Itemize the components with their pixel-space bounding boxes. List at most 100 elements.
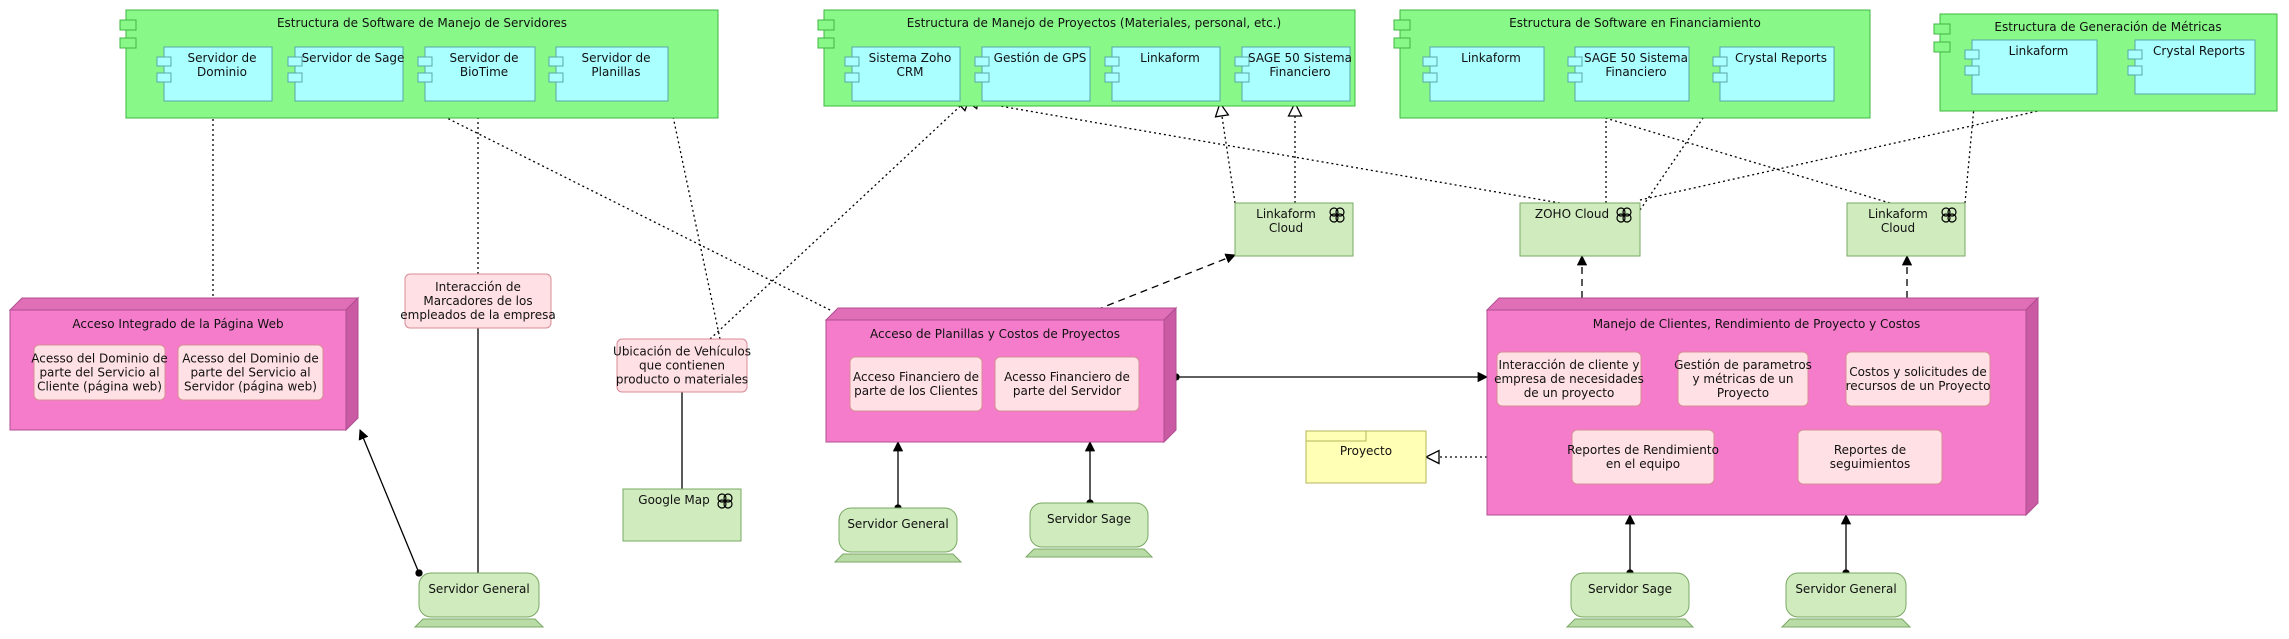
group-servidores[interactable]: Estructura de Software de Manejo de Serv… [119, 9, 719, 119]
component-box [1971, 39, 2098, 95]
flow-connector [358, 429, 423, 577]
device-box [838, 507, 958, 553]
device-servidor-sage-2[interactable]: Servidor Sage [1565, 572, 1695, 628]
component-icon [287, 56, 303, 67]
component-icon [417, 56, 433, 67]
component-label: Servidor de Sage [302, 51, 405, 65]
component-box [163, 46, 273, 102]
app-box [1234, 202, 1354, 257]
process-box [1571, 429, 1715, 485]
note-proyecto[interactable]: Proyecto [1305, 430, 1427, 484]
component-servidor-sage[interactable]: Servidor de Sage [287, 46, 405, 102]
component-icon [817, 19, 835, 31]
device-box [418, 572, 540, 618]
group-proyectos-title: Estructura de Manejo de Proyectos (Mater… [907, 16, 1281, 30]
process-box [616, 338, 748, 393]
component-label: Linkaform [1140, 51, 1200, 65]
component-icon [1104, 56, 1120, 67]
component-label: Linkaform [2009, 44, 2069, 58]
component-icon [1234, 72, 1250, 83]
device-label: Servidor Sage [1047, 512, 1131, 526]
component-icon [1234, 56, 1250, 67]
node-title: Acceso Integrado de la Página Web [72, 317, 283, 331]
component-crystal-reports[interactable]: Crystal Reports [2127, 39, 2256, 95]
component-icon [119, 37, 137, 49]
node-acceso-web[interactable]: Acceso Integrado de la Página Web Acesso… [8, 296, 360, 432]
component-icon [2127, 65, 2143, 76]
realization-connector [965, 100, 1561, 204]
process-box [1677, 351, 1809, 407]
device-servidor-general-3[interactable]: Servidor General [1780, 572, 1912, 628]
group-financiamiento[interactable]: Estructura de Software en Financiamiento… [1393, 9, 1871, 119]
component-linkaform[interactable]: Linkaform [1964, 39, 2098, 95]
component-linkaform[interactable]: Linkaform [1422, 46, 1545, 102]
component-label: Linkaform [1461, 51, 1521, 65]
device-base [1565, 618, 1695, 628]
app-zoho-cloud[interactable]: ZOHO Cloud [1519, 202, 1641, 257]
component-icon [974, 56, 990, 67]
component-icon [974, 72, 990, 83]
device-servidor-general-1[interactable]: Servidor General [413, 572, 545, 628]
component-icon [1422, 56, 1438, 67]
component-icon [844, 56, 860, 67]
component-gestion-gps[interactable]: Gestión de GPS [974, 46, 1091, 102]
component-label: Crystal Reports [2153, 44, 2245, 58]
app-google-map[interactable]: Google Map [622, 488, 742, 542]
collaboration-icon [1616, 207, 1632, 223]
node-acceso-planillas[interactable]: Acceso de Planillas y Costos de Proyecto… [824, 306, 1178, 444]
component-icon [548, 72, 564, 83]
group-proyectos[interactable]: Estructura de Manejo de Proyectos (Mater… [817, 9, 1356, 107]
component-icon [156, 72, 172, 83]
component-linkaform[interactable]: Linkaform [1104, 46, 1221, 102]
device-servidor-sage-1[interactable]: Servidor Sage [1024, 502, 1154, 558]
realization-connector [1639, 102, 1714, 211]
device-base [1780, 618, 1912, 628]
device-base [413, 618, 545, 628]
component-icon [156, 56, 172, 67]
component-icon [119, 19, 137, 31]
node-side-face [1163, 306, 1177, 444]
node-title: Acceso de Planillas y Costos de Proyecto… [870, 327, 1120, 341]
node-manejo-clientes[interactable]: Manejo de Clientes, Rendimiento de Proye… [1485, 296, 2040, 517]
device-servidor-general-2[interactable]: Servidor General [833, 507, 963, 563]
process-box [404, 273, 552, 329]
group-financiamiento-title: Estructura de Software en Financiamiento [1509, 16, 1761, 30]
node-top-face [824, 307, 1178, 321]
component-icon [1964, 49, 1980, 60]
component-icon [1422, 72, 1438, 83]
component-crystal-reports[interactable]: Crystal Reports [1712, 46, 1835, 102]
group-metricas[interactable]: Estructura de Generación de Métricas Lin… [1933, 13, 2278, 112]
component-box [555, 46, 669, 102]
